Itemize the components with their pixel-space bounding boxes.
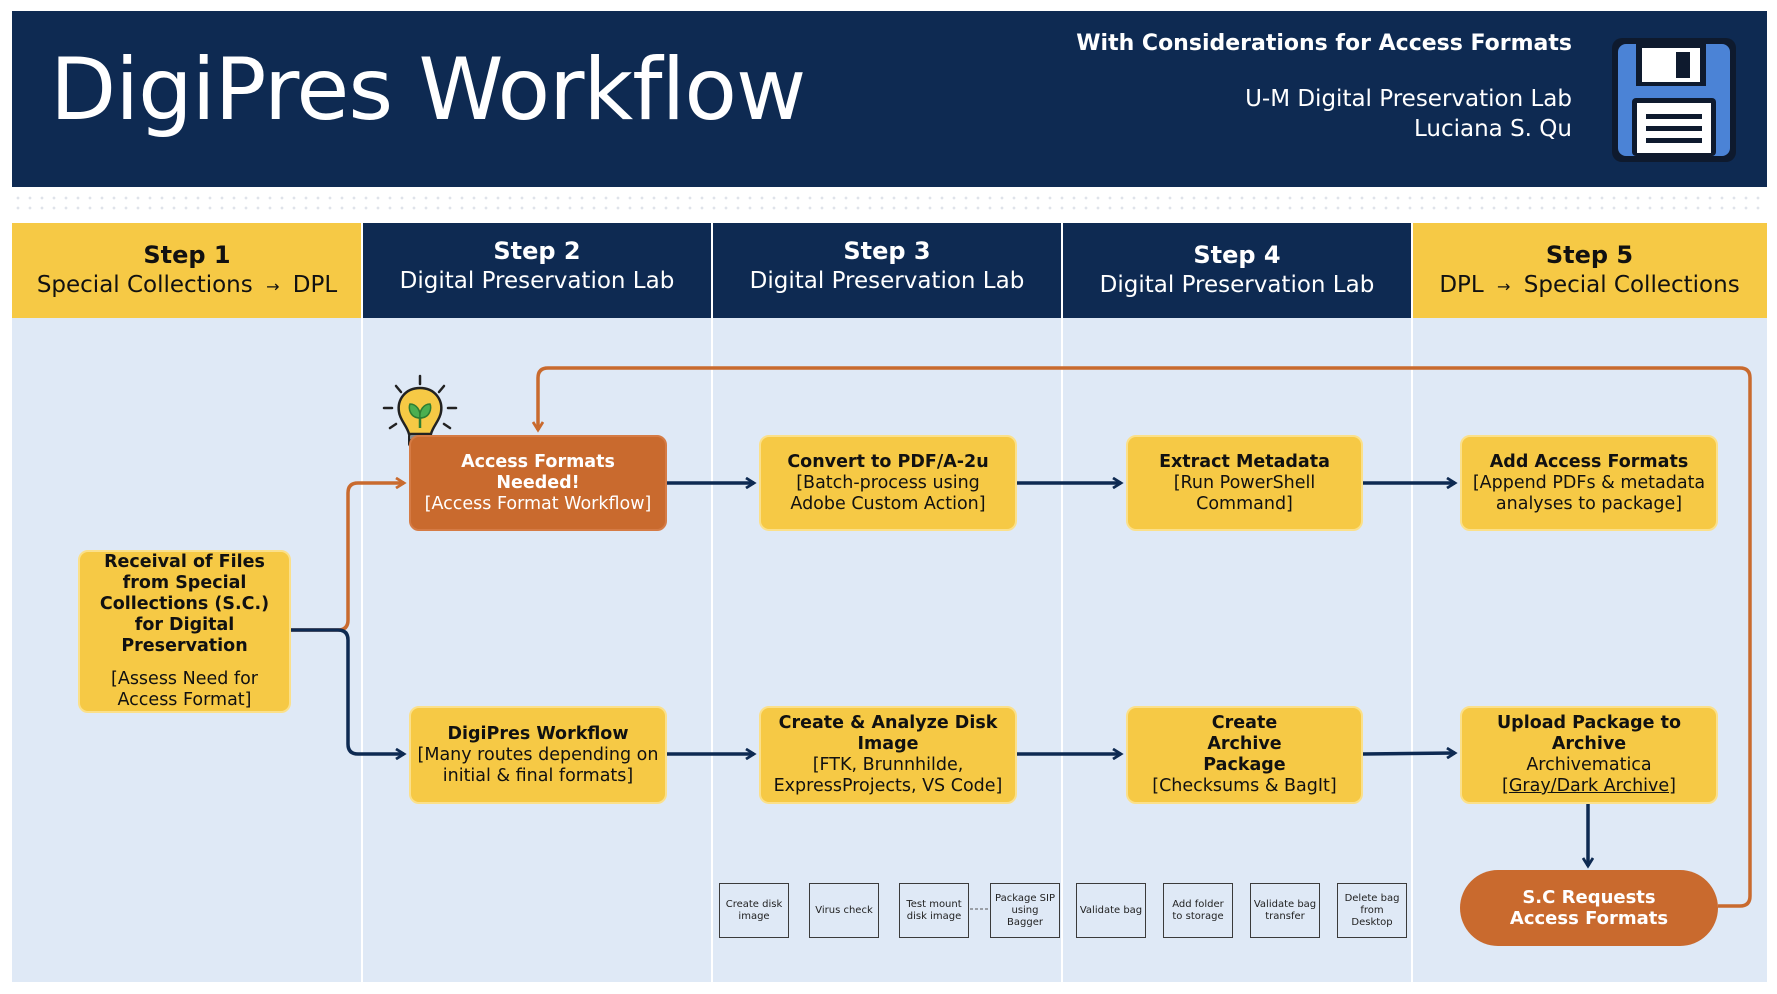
box-detail: [Checksums & BagIt] <box>1152 776 1337 796</box>
substep-box: Validate bag <box>1076 883 1146 938</box>
upload-package-box: Upload Package to Archive Archivematica … <box>1460 706 1718 804</box>
column-header-step-3: Step 3 Digital Preservation Lab <box>712 223 1062 318</box>
box-detail: [Many routes depending on initial & fina… <box>417 744 659 786</box>
convert-pdf-box: Convert to PDF/A-2u [Batch-process using… <box>759 435 1017 531</box>
column-divider <box>361 223 363 982</box>
step-label: Step 1 <box>143 241 231 269</box>
header-banner <box>12 11 1767 187</box>
swimlane-background <box>12 318 1767 982</box>
extract-metadata-box: Extract Metadata [Run PowerShell Command… <box>1126 435 1363 531</box>
column-label: Digital Preservation Lab <box>399 268 675 294</box>
column-divider <box>1411 223 1413 982</box>
substep-box: Delete bag from Desktop <box>1337 883 1407 938</box>
box-detail-link: [Gray/Dark Archive] <box>1502 776 1676 796</box>
author-name: Luciana S. Qu <box>1413 116 1572 142</box>
column-to: DPL <box>292 272 338 298</box>
lab-name: U-M Digital Preservation Lab <box>1245 86 1572 112</box>
box-detail: [Batch-process using Adobe Custom Action… <box>790 472 986 514</box>
box-detail: Archivematica <box>1526 755 1652 775</box>
substep-box: Validate bag transfer <box>1250 883 1320 938</box>
step-label: Step 2 <box>493 237 581 265</box>
step-label: Step 4 <box>1193 241 1281 269</box>
column-divider <box>1061 223 1063 982</box>
box-detail: [Run PowerShell Command] <box>1173 472 1316 514</box>
column-header-step-4: Step 4 Digital Preservation Lab <box>1062 223 1412 318</box>
box-title: DigiPres Workflow <box>447 723 629 744</box>
box-title: Convert to PDF/A-2u <box>787 451 989 472</box>
box-detail: [Append PDFs & metadata analyses to pack… <box>1472 472 1706 514</box>
column-label: Digital Preservation Lab <box>749 268 1025 294</box>
substep-box: Test mount disk image <box>899 883 969 938</box>
substep-box: Add folder to storage <box>1163 883 1233 938</box>
box-title: Create Archive Package <box>1203 713 1286 775</box>
digipres-workflow-box: DigiPres Workflow [Many routes depending… <box>409 706 667 804</box>
step-label: Step 3 <box>843 237 931 265</box>
substep-box: Package SIP using Bagger <box>990 883 1060 938</box>
page-subtitle: With Considerations for Access Formats <box>1076 31 1572 56</box>
box-title: Receival of Files from Special Collectio… <box>99 552 270 656</box>
add-access-formats-box: Add Access Formats [Append PDFs & metada… <box>1460 435 1718 531</box>
column-from: Special Collections <box>36 272 253 298</box>
box-detail: [FTK, Brunnhilde, ExpressProjects, VS Co… <box>773 755 1003 796</box>
box-detail: [Assess Need for Access Format] <box>111 669 258 710</box>
box-title: Extract Metadata <box>1159 451 1330 472</box>
column-label: Digital Preservation Lab <box>1099 272 1375 298</box>
floppy-disk-icon <box>1612 38 1736 162</box>
right-arrow-icon: → <box>266 277 280 296</box>
column-header-step-2: Step 2 Digital Preservation Lab <box>362 223 712 318</box>
disk-image-box: Create & Analyze Disk Image [FTK, Brunnh… <box>759 706 1017 804</box>
substep-box: Virus check <box>809 883 879 938</box>
box-title: Access Formats Needed! <box>461 451 615 493</box>
step-label: Step 5 <box>1545 241 1634 269</box>
access-formats-needed-box: Access Formats Needed! [Access Format Wo… <box>409 435 667 531</box>
column-to: Special Collections <box>1523 272 1740 298</box>
column-header-step-5: Step 5 DPL → Special Collections <box>1412 223 1767 318</box>
box-detail: [Access Format Workflow] <box>424 493 652 514</box>
box-title: Upload Package to Archive <box>1496 713 1682 754</box>
column-from: DPL <box>1439 272 1484 298</box>
archive-package-box: Create Archive Package [Checksums & BagI… <box>1126 706 1363 804</box>
right-arrow-icon: → <box>1497 277 1511 296</box>
sc-requests-pill: S.C Requests Access Formats <box>1460 870 1718 946</box>
pill-title: S.C Requests Access Formats <box>1509 887 1669 929</box>
dotted-divider <box>12 193 1767 213</box>
column-divider <box>711 223 713 982</box>
page-title: DigiPres Workflow <box>50 40 806 140</box>
box-title: Add Access Formats <box>1489 451 1689 472</box>
box-title: Create & Analyze Disk Image <box>778 713 998 754</box>
substep-box: Create disk image <box>719 883 789 938</box>
column-header-step-1: Step 1 Special Collections → DPL <box>12 223 362 318</box>
receival-box: Receival of Files from Special Collectio… <box>78 550 291 713</box>
